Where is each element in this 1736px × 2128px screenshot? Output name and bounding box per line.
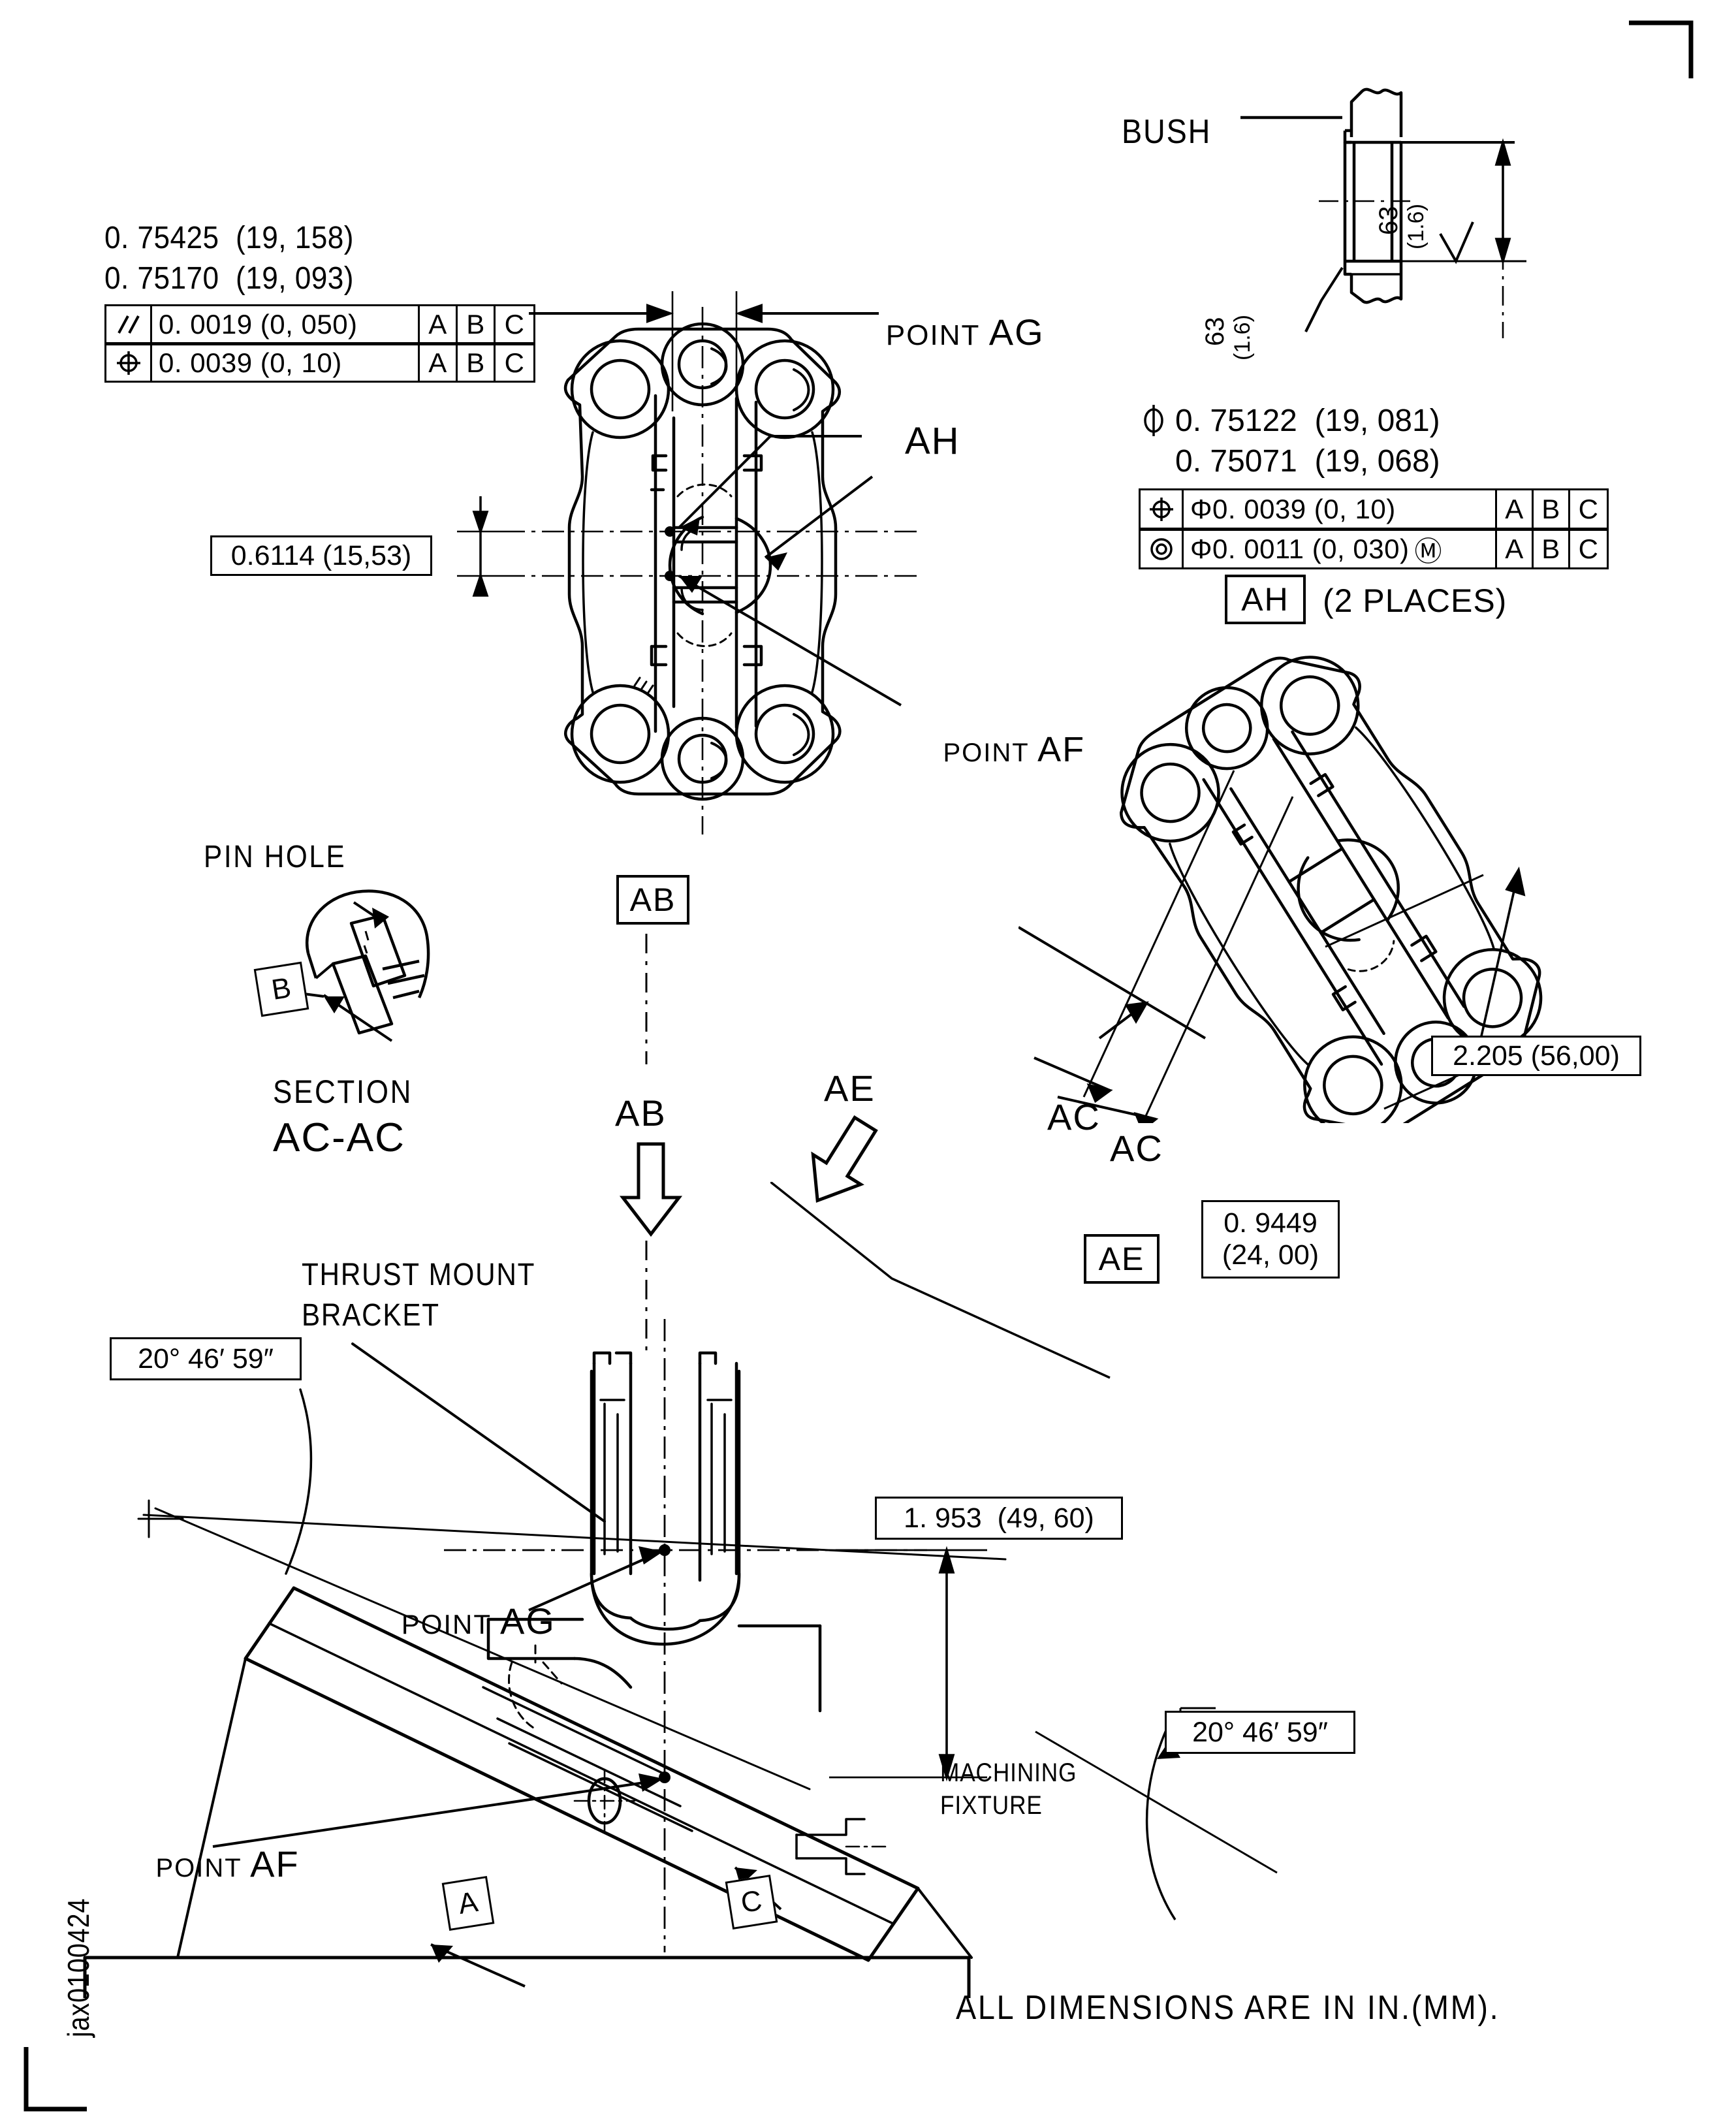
- view-ab-leader-point-af: POINT AF: [909, 704, 1085, 796]
- view-ae-direction-arrow: [811, 1115, 878, 1203]
- assembly-datum-a: A: [441, 1875, 495, 1931]
- pin-hole-section-drawing: [293, 889, 430, 1042]
- diameter-symbol-icon: [1144, 405, 1163, 436]
- assembly-point-af-code: AF: [250, 1843, 300, 1884]
- detail-label-ah: AH: [1225, 575, 1306, 624]
- ah-code: AH: [905, 420, 960, 462]
- view-ab-drawing: [457, 291, 921, 834]
- thrust-mount-bracket-label-line1: THRUST MOUNT: [302, 1258, 536, 1292]
- section-caption-line1: SECTION: [273, 1073, 413, 1110]
- parallelism-icon: [106, 306, 152, 342]
- bush-fcf2-datum-b: B: [1534, 531, 1570, 567]
- detail-qty-2-places: (2 PLACES): [1323, 582, 1507, 619]
- view-ae-drawing: [1018, 656, 1543, 1123]
- view-ae-dim-0-9449: 0. 9449 (24, 00): [1201, 1200, 1340, 1278]
- corner-mark-bottom-left: [24, 2047, 87, 2112]
- view-ab-fcf2-datum-c: C: [504, 347, 525, 378]
- bush-label: BUSH: [1122, 113, 1212, 151]
- section-caption-line2: AC-AC: [273, 1115, 405, 1160]
- corner-mark-top-right: [1629, 20, 1694, 78]
- bush-finish-bottom-mm: (1.6): [1230, 315, 1255, 360]
- point-ag-prefix: POINT: [885, 319, 989, 352]
- view-ae-dim-2-205: 2.205 (56,00): [1431, 1036, 1641, 1076]
- view-ae-dim-line1: 0. 9449: [1223, 1207, 1318, 1239]
- bush-fcf1-datum-b: B: [1534, 490, 1570, 528]
- view-ab-fcf2-datum-a: A: [420, 345, 458, 381]
- mmc-modifier-icon: Ⓜ: [1414, 535, 1442, 567]
- view-ae-section-label-2: AC: [1110, 1128, 1163, 1169]
- bush-fcf1-datum-c: C: [1578, 493, 1599, 524]
- point-ag-code: AG: [988, 311, 1045, 353]
- view-ab-fcf2-tolerance: 0. 0039 (0, 10): [152, 345, 420, 381]
- view-ab-dim-line1: 0. 75425 (19, 158): [104, 221, 354, 255]
- view-ae-arrow-label: AE: [824, 1068, 876, 1109]
- bush-fcf2-datum-a: A: [1497, 531, 1534, 567]
- view-ab-direction-chain-lower: [645, 1241, 648, 1352]
- view-ab-fcf1-datum-b: B: [458, 306, 496, 342]
- view-ab-dim-0-6114: 0.6114 (15,53): [210, 535, 432, 576]
- view-ab-arrow-label: AB: [615, 1092, 667, 1134]
- bush-detail-drawing: [1240, 87, 1526, 338]
- bush-dia-line2: 0. 75071 (19, 068): [1175, 444, 1440, 479]
- bush-dia-line1: 0. 75122 (19, 081): [1175, 404, 1440, 438]
- bush-fcf1-tolerance: Φ0. 0039 (0, 10): [1184, 490, 1497, 528]
- bush-finish-top-mm: (1.6): [1404, 204, 1428, 249]
- assembly-point-ag-code: AG: [499, 1600, 556, 1642]
- view-ae-section-label-1: AC: [1047, 1096, 1101, 1137]
- view-ab-leader-ah: AH: [905, 420, 960, 462]
- view-ab-direction-arrow: [619, 1142, 683, 1237]
- view-label-ae: AE: [1084, 1234, 1160, 1284]
- bush-fcf2-tolerance-text: Φ0. 0011 (0, 030): [1190, 533, 1410, 564]
- view-ab-direction-chain: [645, 934, 648, 1064]
- assembly-drawing: [83, 1319, 1278, 1998]
- view-ab-fcf1-datum-a: A: [420, 306, 458, 342]
- view-ab-leader-point-ag: POINT AG: [849, 283, 1045, 382]
- point-af-prefix: POINT: [943, 738, 1038, 767]
- assembly-dim-1-953: 1. 953 (49, 60): [875, 1497, 1123, 1540]
- assembly-point-af-prefix: POINT: [155, 1854, 251, 1882]
- view-ab-fcf1-datum-c: C: [504, 308, 525, 340]
- machining-fixture-label-line1: MACHINING: [940, 1758, 1077, 1787]
- assembly-datum-c: C: [725, 1874, 778, 1930]
- assembly-point-ag-prefix: POINT: [401, 1609, 500, 1640]
- machining-fixture-label-line2: FIXTURE: [940, 1791, 1043, 1820]
- assembly-angle-right: 20° 46′ 59″: [1165, 1711, 1355, 1754]
- bush-fcf-position: Φ0. 0039 (0, 10) A B C: [1139, 488, 1609, 529]
- view-ab-fcf-position: 0. 0039 (0, 10) A B C: [104, 343, 535, 383]
- thrust-mount-bracket-label-line2: BRACKET: [302, 1298, 440, 1333]
- assembly-leader-point-ag: POINT AG: [366, 1574, 556, 1670]
- bush-fcf2-tolerance: Φ0. 0011 (0, 030)Ⓜ: [1184, 531, 1497, 567]
- pin-hole-datum-b: B: [253, 961, 309, 1017]
- assembly-angle-left: 20° 46′ 59″: [110, 1337, 302, 1380]
- pin-hole-title: PIN HOLE: [204, 840, 347, 874]
- point-af-code: AF: [1037, 730, 1086, 769]
- view-ae-leader-line: [770, 1182, 1111, 1379]
- view-ab-dim-line2: 0. 75170 (19, 093): [104, 261, 354, 296]
- position-icon: [1141, 490, 1184, 528]
- bush-fcf2-datum-c: C: [1578, 533, 1599, 564]
- view-ae-dim-line2: (24, 00): [1222, 1239, 1319, 1271]
- bush-fcf1-datum-a: A: [1497, 490, 1534, 528]
- bush-fcf-concentricity: Φ0. 0011 (0, 030)Ⓜ A B C: [1139, 529, 1609, 569]
- view-ab-fcf-parallelism: 0. 0019 (0, 050) A B C: [104, 304, 535, 343]
- bush-finish-bottom-value: 63: [1201, 317, 1229, 347]
- view-ab-fcf-leader: [529, 312, 568, 315]
- bush-finish-top-value: 63: [1374, 206, 1403, 236]
- view-ab-fcf2-datum-b: B: [458, 345, 496, 381]
- assembly-leader-point-af: POINT AF: [121, 1818, 300, 1911]
- units-note: ALL DIMENSIONS ARE IN IN.(MM).: [956, 1989, 1500, 2027]
- view-label-ab: AB: [616, 875, 689, 925]
- concentricity-icon: [1141, 531, 1184, 567]
- position-icon: [106, 345, 152, 381]
- view-ab-fcf1-tolerance: 0. 0019 (0, 050): [152, 306, 420, 342]
